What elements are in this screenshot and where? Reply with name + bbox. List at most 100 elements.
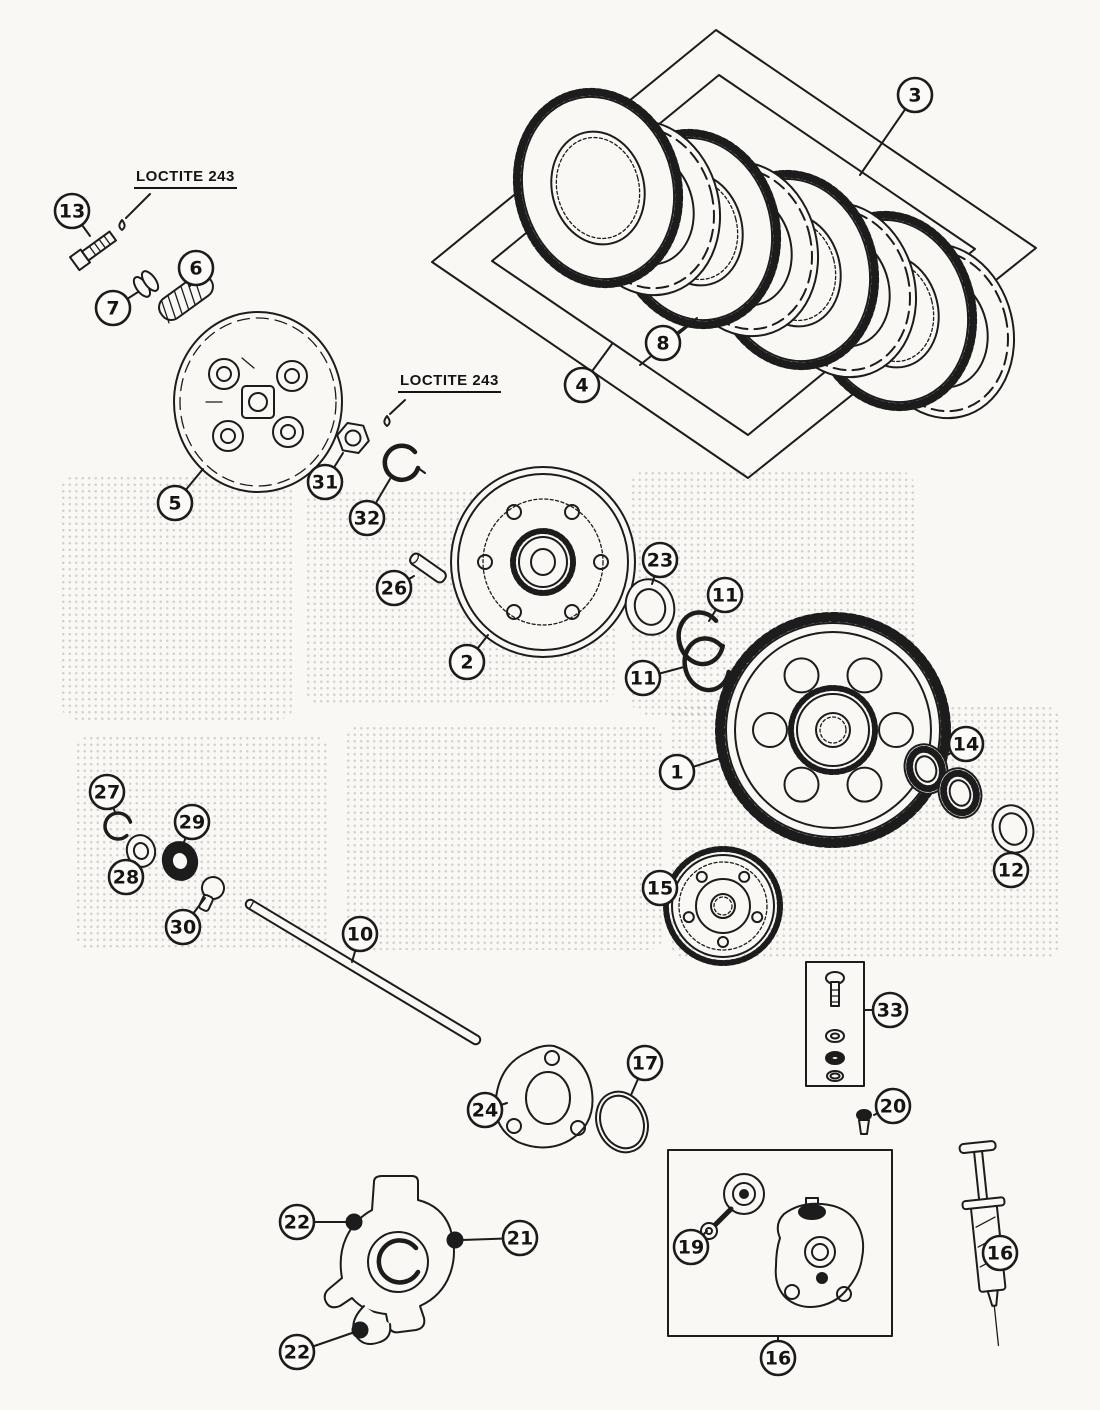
needle-bearing [937, 767, 983, 819]
callout-circle[interactable] [375, 569, 413, 607]
callout-circle[interactable] [501, 1219, 539, 1257]
lock-washer [382, 443, 426, 482]
callout-circle[interactable] [874, 1087, 912, 1125]
callout-1[interactable]: 1 [658, 753, 725, 791]
callout-33[interactable]: 33 [863, 991, 909, 1029]
callout-circle[interactable] [992, 851, 1030, 889]
loctite-annotations [118, 193, 406, 427]
callout-circle[interactable] [624, 659, 662, 697]
callout-circle[interactable] [94, 289, 132, 327]
callout-17[interactable]: 17 [626, 1044, 664, 1096]
kit-seal [825, 1051, 845, 1065]
watermark-patch [75, 735, 330, 950]
callout-number: 13 [59, 201, 85, 223]
callout-13[interactable]: 13 [53, 192, 91, 237]
loctite-drop-icon [118, 219, 126, 231]
callout-circle[interactable] [341, 915, 379, 953]
callout-circle[interactable] [348, 499, 386, 537]
callout-circle[interactable] [466, 1091, 504, 1129]
callout-27[interactable]: 27 [88, 773, 126, 813]
spring-washers [132, 270, 160, 298]
callout-3[interactable]: 3 [859, 76, 934, 176]
callout-circle[interactable] [156, 484, 194, 522]
callout-circle[interactable] [626, 1044, 664, 1082]
callout-4[interactable]: 4 [563, 343, 613, 404]
callout-20[interactable]: 20 [873, 1087, 912, 1125]
callout-circle[interactable] [759, 1339, 797, 1377]
callout-29[interactable]: 29 [173, 803, 211, 843]
callout-number: 21 [507, 1228, 533, 1250]
callout-circle[interactable] [981, 1234, 1019, 1272]
hardware-kit-box [805, 961, 865, 1087]
callout-23[interactable]: 23 [641, 541, 679, 585]
callout-number: 1 [670, 762, 683, 784]
callout-circle[interactable] [177, 249, 215, 287]
callout-circle[interactable] [706, 576, 744, 614]
circlip [682, 636, 732, 693]
callout-16a[interactable]: 16 [981, 1234, 1019, 1272]
bracket-bolt [446, 1231, 464, 1249]
callout-11b[interactable]: 11 [624, 659, 685, 697]
callout-number: 31 [312, 472, 338, 494]
primary-drive-gear [715, 612, 951, 848]
loctite-label: LOCTITE 243 [134, 168, 237, 189]
callout-26[interactable]: 26 [375, 569, 415, 607]
callout-6[interactable]: 6 [177, 249, 215, 287]
callout-15[interactable]: 15 [641, 869, 679, 907]
bleeder-valve [856, 1109, 872, 1135]
callout-2[interactable]: 2 [448, 634, 489, 681]
callout-24[interactable]: 24 [466, 1091, 508, 1129]
callout-circle[interactable] [53, 192, 91, 230]
callout-number: 8 [656, 333, 669, 355]
callout-12[interactable]: 12 [992, 851, 1030, 889]
callout-31[interactable]: 31 [306, 452, 344, 501]
callout-circle[interactable] [896, 76, 934, 114]
callout-circle[interactable] [88, 773, 126, 811]
callout-22a[interactable]: 22 [278, 1203, 349, 1241]
callout-19[interactable]: 19 [672, 1228, 710, 1266]
watermark-patch [345, 725, 665, 950]
callout-5[interactable]: 5 [156, 468, 204, 522]
callout-circle[interactable] [306, 463, 344, 501]
callout-circle[interactable] [641, 869, 679, 907]
callout-11a[interactable]: 11 [706, 576, 744, 622]
callout-circle[interactable] [563, 366, 601, 404]
callout-10[interactable]: 10 [341, 915, 379, 963]
callout-circle[interactable] [658, 753, 696, 791]
callout-8[interactable]: 8 [644, 317, 698, 362]
callout-number: 16 [987, 1243, 1013, 1265]
callout-circle[interactable] [644, 324, 682, 362]
callout-14[interactable]: 14 [943, 725, 985, 763]
callout-number: 15 [647, 878, 673, 900]
callout-7[interactable]: 7 [94, 289, 139, 327]
callout-number: 11 [712, 585, 738, 607]
callout-number: 23 [647, 550, 673, 572]
callout-32[interactable]: 32 [348, 478, 391, 537]
callout-number: 10 [347, 924, 373, 946]
callout-28[interactable]: 28 [107, 858, 145, 896]
callout-16b[interactable]: 16 [759, 1335, 797, 1377]
callout-circle[interactable] [641, 541, 679, 579]
callout-number: 3 [908, 85, 921, 107]
callout-number: 16 [765, 1348, 791, 1370]
hub-nut [336, 422, 370, 454]
callout-circle[interactable] [947, 725, 985, 763]
callout-circle[interactable] [173, 803, 211, 841]
loctite-leader-line [125, 193, 151, 219]
callout-circle[interactable] [278, 1333, 316, 1371]
callout-21[interactable]: 21 [461, 1219, 539, 1257]
callout-circle[interactable] [278, 1203, 316, 1241]
callout-circle[interactable] [672, 1228, 710, 1266]
callout-circle[interactable] [871, 991, 909, 1029]
callout-circle[interactable] [448, 643, 486, 681]
callout-circle[interactable] [164, 908, 202, 946]
callout-circle[interactable] [107, 858, 145, 896]
callout-number: 24 [472, 1100, 498, 1122]
callout-22b[interactable]: 22 [278, 1332, 353, 1371]
callout-30[interactable]: 30 [164, 897, 206, 946]
callout-number: 5 [168, 493, 181, 515]
kit-washer [826, 1070, 844, 1082]
